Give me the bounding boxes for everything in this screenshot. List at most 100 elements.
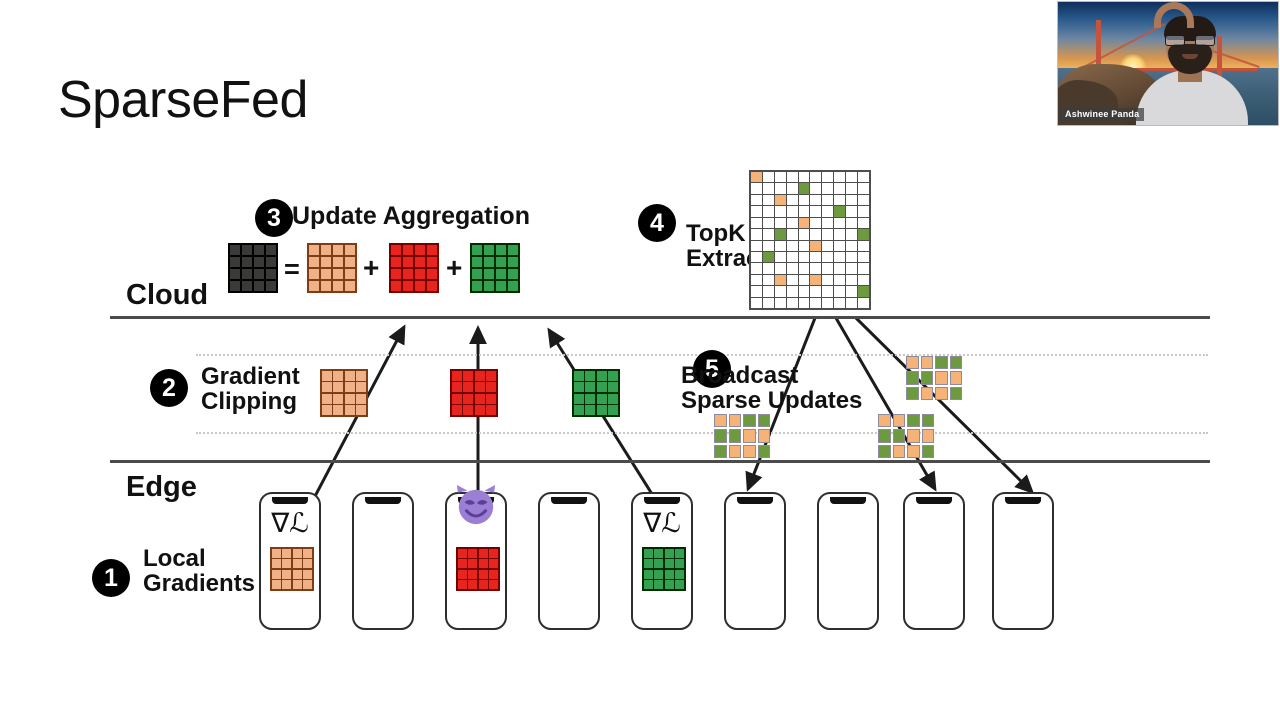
- topk-empty-cell: [846, 229, 858, 240]
- edge-device-phone-2[interactable]: [352, 492, 414, 630]
- grid-cell: [271, 548, 281, 558]
- grid-cell: [573, 382, 584, 393]
- phone-notch: [272, 497, 308, 504]
- topk-empty-cell: [798, 206, 810, 217]
- phone-notch: [737, 497, 773, 504]
- topk-empty-cell: [751, 194, 762, 206]
- sparse-cell-orange: [728, 444, 741, 458]
- grid-cell: [253, 268, 265, 280]
- grid-cell: [468, 580, 478, 590]
- step-badge-3: 3: [255, 199, 293, 237]
- grid-cell: [507, 244, 519, 256]
- topk-empty-cell: [858, 206, 869, 217]
- grid-cell: [596, 393, 607, 404]
- grid-cell: [241, 244, 253, 256]
- topk-empty-cell: [786, 274, 798, 286]
- topk-empty-cell: [858, 217, 869, 229]
- topk-empty-cell: [810, 286, 822, 297]
- sparse-cell-orange: [878, 414, 891, 428]
- sparse-cell-green: [921, 414, 934, 428]
- topk-empty-cell: [762, 217, 774, 229]
- sparse-cell-orange: [935, 386, 948, 400]
- grid-cell: [471, 280, 483, 292]
- grid-cell: [271, 569, 281, 579]
- topk-empty-cell: [798, 274, 810, 286]
- grid-cell: [474, 382, 485, 393]
- topk-empty-cell: [846, 286, 858, 297]
- grid-cell: [356, 370, 367, 381]
- arrow-cloud-to-phone9: [854, 316, 1035, 495]
- grid-cell: [303, 559, 313, 569]
- local-gradient-grid: [642, 547, 686, 591]
- topk-empty-cell: [798, 240, 810, 251]
- topk-empty-cell: [762, 240, 774, 251]
- grid-cell: [474, 370, 485, 381]
- sparse-cell-green: [949, 356, 962, 370]
- grid-cell: [414, 280, 426, 292]
- grid-cell: [356, 405, 367, 416]
- grid-cell: [457, 580, 467, 590]
- edge-device-phone-1[interactable]: ∇ℒ: [259, 492, 321, 630]
- edge-device-phone-4[interactable]: [538, 492, 600, 630]
- topk-empty-cell: [822, 263, 834, 274]
- grid-cell: [241, 280, 253, 292]
- topk-empty-cell: [810, 206, 822, 217]
- grid-cell: [229, 256, 241, 268]
- sparse-cell-green: [906, 371, 919, 385]
- grid-cell: [390, 244, 402, 256]
- grid-cell: [303, 569, 313, 579]
- edge-device-phone-8[interactable]: [903, 492, 965, 630]
- step-label-5: Broadcast Sparse Updates: [681, 362, 863, 415]
- topk-empty-cell: [858, 240, 869, 251]
- topk-empty-cell: [762, 183, 774, 194]
- sparse-cell-green: [878, 444, 891, 458]
- grid-cell: [483, 280, 495, 292]
- local-gradient-grid: [456, 547, 500, 591]
- grid-cell: [451, 405, 462, 416]
- grid-cell: [402, 280, 414, 292]
- webcam-video-tile[interactable]: Ashwinee Panda: [1057, 1, 1279, 126]
- step-badge-4: 4: [638, 204, 676, 242]
- topk-empty-cell: [846, 274, 858, 286]
- clipped-gradient-grid-red: [450, 369, 498, 417]
- sparse-cell-green: [920, 371, 933, 385]
- grid-cell: [320, 280, 332, 292]
- sparse-cell-green: [906, 386, 919, 400]
- aggregate-gradient-grid: [228, 243, 278, 293]
- topk-selected-cell: [810, 240, 822, 251]
- topk-selected-cell: [762, 251, 774, 263]
- grid-cell: [344, 405, 355, 416]
- topk-empty-cell: [834, 274, 846, 286]
- grid-cell: [308, 256, 320, 268]
- grid-cell: [414, 268, 426, 280]
- sparse-cell-green: [935, 356, 948, 370]
- topk-empty-cell: [786, 251, 798, 263]
- grid-cell: [573, 405, 584, 416]
- grid-cell: [478, 569, 488, 579]
- edge-device-phone-6[interactable]: [724, 492, 786, 630]
- grid-cell: [229, 280, 241, 292]
- grid-cell: [471, 244, 483, 256]
- edge-device-phone-9[interactable]: [992, 492, 1054, 630]
- sparse-cell-orange: [949, 371, 962, 385]
- topk-empty-cell: [846, 240, 858, 251]
- topk-empty-cell: [858, 172, 869, 183]
- edge-device-phone-5[interactable]: ∇ℒ: [631, 492, 693, 630]
- grid-cell: [664, 569, 674, 579]
- edge-device-phone-7[interactable]: [817, 492, 879, 630]
- glasses-bridge: [1185, 39, 1195, 41]
- glasses-lens-right: [1195, 35, 1215, 46]
- grid-cell: [463, 405, 474, 416]
- grid-cell: [229, 268, 241, 280]
- grid-cell: [451, 393, 462, 404]
- topk-empty-cell: [834, 194, 846, 206]
- sparse-cell-orange: [728, 414, 741, 428]
- topk-empty-cell: [822, 251, 834, 263]
- topk-empty-cell: [774, 183, 786, 194]
- clipping-band-bottom: [196, 432, 1208, 434]
- topk-selected-cell: [858, 229, 869, 240]
- grid-cell: [292, 580, 302, 590]
- grid-cell: [344, 268, 356, 280]
- topk-empty-cell: [774, 240, 786, 251]
- grid-cell: [241, 256, 253, 268]
